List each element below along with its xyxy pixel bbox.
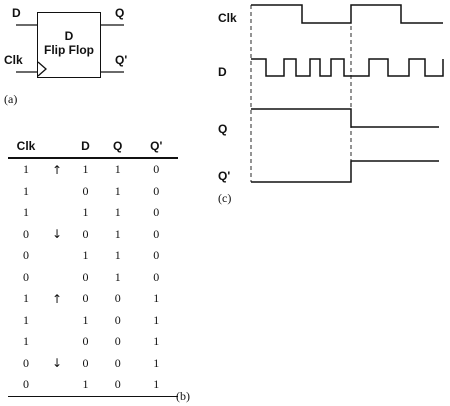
cell-edge: ↑ [51,291,63,306]
cell-d: 0 [82,269,89,284]
caption-a: (a) [4,92,18,106]
header-edge [44,135,70,159]
cell-d: 1 [82,248,89,263]
cell-q: 0 [114,334,121,349]
pin-label-clk: Clk [4,53,23,67]
cell-clk: 0 [23,226,29,241]
d-waveform [251,58,444,77]
cell-q: 0 [114,355,121,370]
header-clk: Clk [8,135,44,159]
cell-edge: ↑ [51,162,63,177]
wave-label-clk: Clk [218,11,237,25]
cell-clk: 0 [8,374,44,397]
wave-label-qbar: Q' [218,169,231,183]
cell-qbar: 0 [153,205,160,220]
flip-flop-title-line1: D [64,29,74,43]
cell-clk: 1 [23,205,29,220]
table-row: 1 1 1 0 [8,202,178,224]
cell-clk: 0 [23,248,29,263]
cell-q: 1 [114,162,121,177]
table-row: 0 ↓ 0 1 0 [8,224,178,246]
truth-table-header: Clk D Q Q' [8,135,178,159]
cell-clk: 1 [23,312,29,327]
table-row: 1 ↑ 1 1 0 [8,158,178,181]
table-row: 0 1 0 1 [8,374,178,397]
qbar-waveform [251,160,439,183]
cell-q: 0 [114,291,121,306]
clock-edge-marker [37,61,47,77]
q-waveform [251,108,439,128]
cell-qbar: 1 [153,334,160,349]
cell-d: 0 [82,183,89,198]
caption-b: (b) [176,389,190,403]
cell-qbar: 0 [153,183,160,198]
cell-qbar: 0 [153,226,160,241]
cell-clk: 1 [23,291,29,306]
cell-d: 0 [82,355,89,370]
cell-d: 0 [82,291,89,306]
clk-waveform [251,4,443,24]
table-row: 1 0 1 0 [8,181,178,203]
cell-d: 1 [70,374,101,397]
cell-q: 1 [114,183,121,198]
wave-label-q: Q [218,122,228,136]
cell-d: 1 [82,205,89,220]
cell-qbar: 1 [153,291,160,306]
table-row: 0 0 1 0 [8,267,178,289]
cell-qbar: 0 [153,162,160,177]
table-row: 1 0 0 1 [8,331,178,353]
cell-qbar: 1 [153,312,160,327]
cell-q: 1 [114,226,121,241]
caption-c: (c) [218,191,232,205]
table-row: 1 1 0 1 [8,310,178,332]
cell-edge [44,374,70,397]
pin-label-d: D [12,6,21,20]
table-row: 1 ↑ 0 0 1 [8,288,178,310]
flip-flop-box: D Flip Flop [37,12,101,78]
cell-q: 1 [114,269,121,284]
cell-clk: 0 [23,269,29,284]
header-qbar: Q' [134,135,178,159]
cell-clk: 0 [23,355,29,370]
pin-label-q: Q [115,6,125,20]
header-q: Q [101,135,135,159]
table-row: 0 1 1 0 [8,245,178,267]
cell-q: 1 [114,205,121,220]
cell-clk: 1 [23,162,29,177]
cell-q: 0 [101,374,135,397]
wave-label-d: D [218,65,227,79]
cell-clk: 1 [23,334,29,349]
cell-edge: ↓ [51,356,63,371]
cell-qbar: 0 [153,248,160,263]
table-row: 0 ↓ 0 0 1 [8,353,178,375]
cell-d: 0 [82,226,89,241]
cell-qbar: 1 [153,355,160,370]
cell-d: 1 [82,162,89,177]
truth-table: Clk D Q Q' 1 ↑ 1 1 0 1 0 1 0 1 1 1 0 [8,135,178,397]
cell-qbar: 0 [153,269,160,284]
cell-d: 1 [82,312,89,327]
pin-label-qbar: Q' [115,53,128,67]
flip-flop-title-line2: Flip Flop [44,43,94,57]
cell-q: 0 [114,312,121,327]
cell-clk: 1 [23,183,29,198]
cell-qbar: 1 [134,374,178,397]
header-d: D [70,135,101,159]
cell-d: 0 [82,334,89,349]
cell-q: 1 [114,248,121,263]
cell-edge: ↓ [51,227,63,242]
